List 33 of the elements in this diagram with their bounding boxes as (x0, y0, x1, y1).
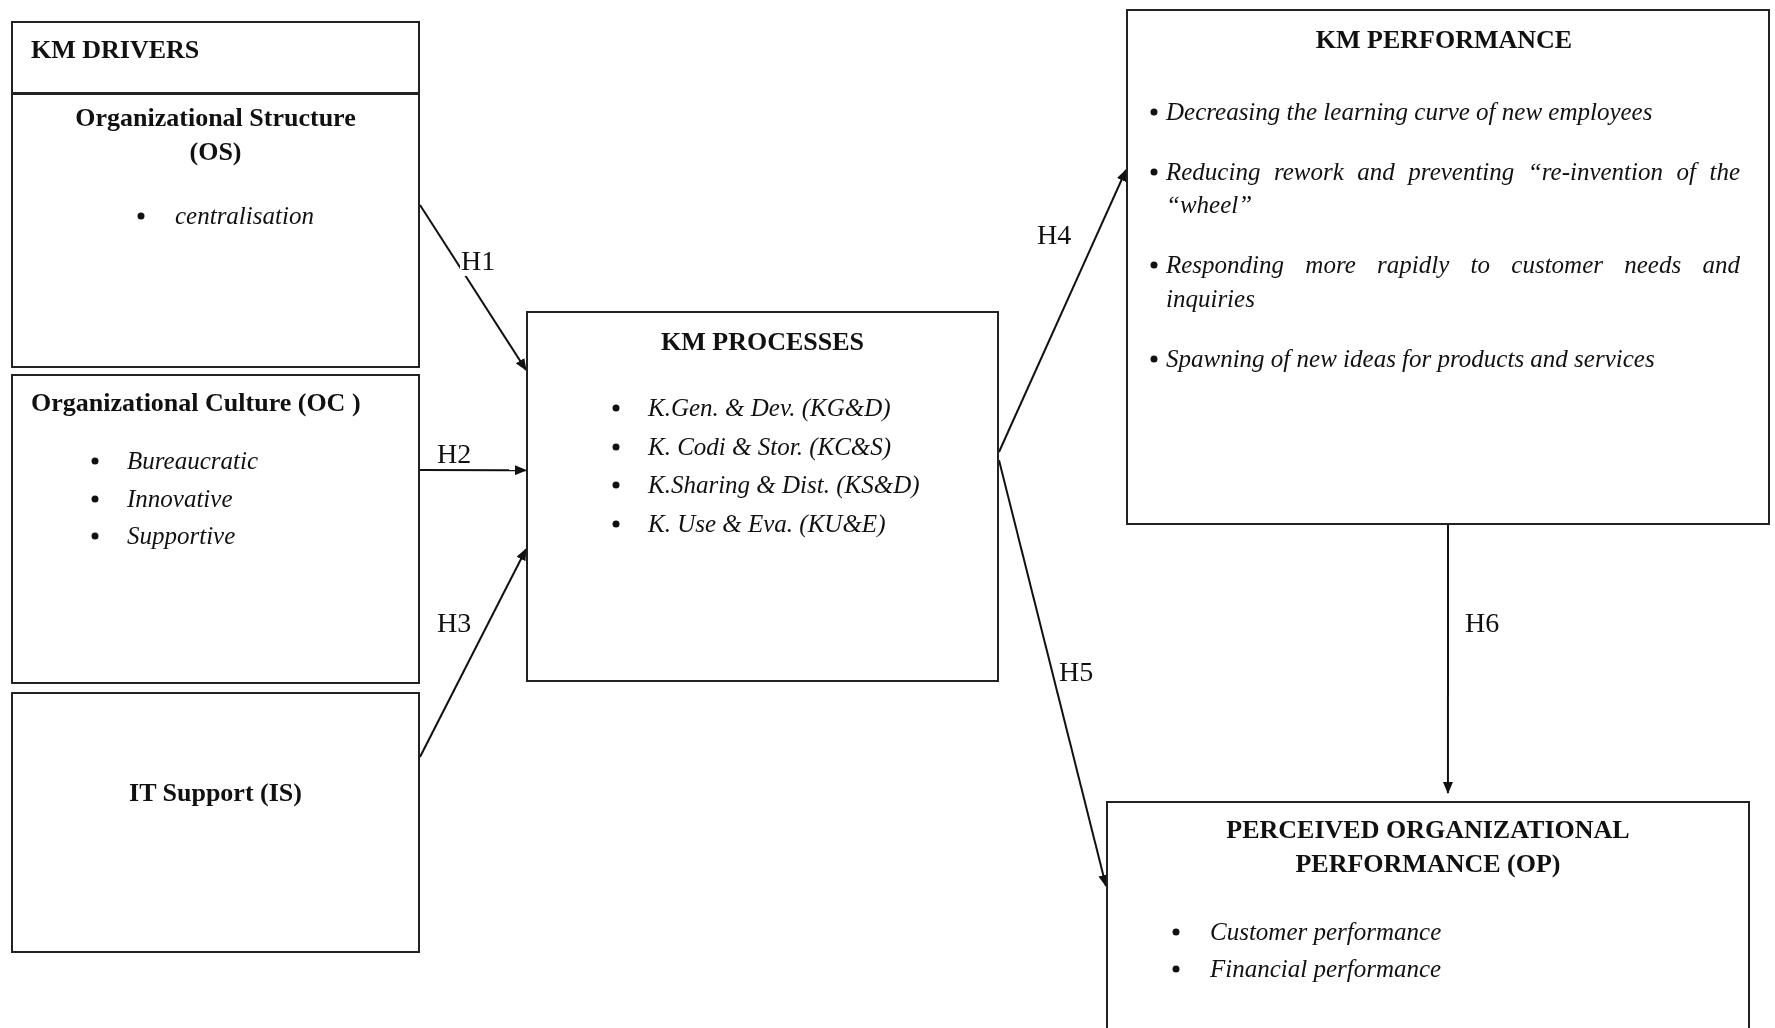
concept-box (11, 21, 420, 94)
box-heading: KM PERFORMANCE (1315, 24, 1573, 56)
bullet-text: Financial performance (1210, 954, 1443, 985)
concept-box (526, 311, 999, 682)
arrow (419, 203, 527, 371)
bullet-text: K. Codi & Stor. (KC&S) (648, 431, 893, 463)
bullet-text: Bureaucratic (127, 445, 259, 476)
arrow (1442, 524, 1453, 794)
concept-box (11, 692, 420, 953)
bullet-text: Spawning of new ideas for products and services (1166, 343, 1656, 374)
arrow (998, 169, 1127, 453)
box-heading: KM DRIVERS (31, 34, 200, 66)
concept-box (11, 93, 420, 368)
arrow (419, 465, 527, 476)
arrow (419, 548, 527, 758)
bullet-text: Responding more rapidly to customer needs and inquiries (1166, 250, 1740, 314)
bullet-text: Decreasing the learning curve of new employees (1166, 96, 1654, 127)
bullet-text: centralisation (175, 200, 315, 231)
concept-box (1106, 801, 1750, 1028)
box-heading: Organizational Culture (OC ) (31, 387, 361, 419)
concept-box (11, 374, 420, 684)
box-heading: IT Support (IS) (129, 777, 302, 809)
box-heading: PERCEIVED ORGANIZATIONAL PERFORMANCE (OP) (1225, 814, 1631, 880)
bullet-text: K.Gen. & Dev. (KG&D) (648, 392, 892, 424)
box-heading: KM PROCESSES (661, 326, 864, 358)
box-heading: Organizational Structure (OS) (74, 102, 357, 168)
bullet-text: Innovative (127, 483, 234, 514)
bullet-text: Customer performance (1210, 916, 1443, 947)
bullet-text: Supportive (127, 521, 237, 552)
concept-box (1126, 9, 1770, 525)
bullet-text: K.Sharing & Dist. (KS&D) (648, 470, 921, 501)
bullet-text: K. Use & Eva. (KU&E) (648, 509, 887, 540)
bullet-text: Reducing rework and preventing “re-invention of the “wheel” (1166, 156, 1740, 221)
